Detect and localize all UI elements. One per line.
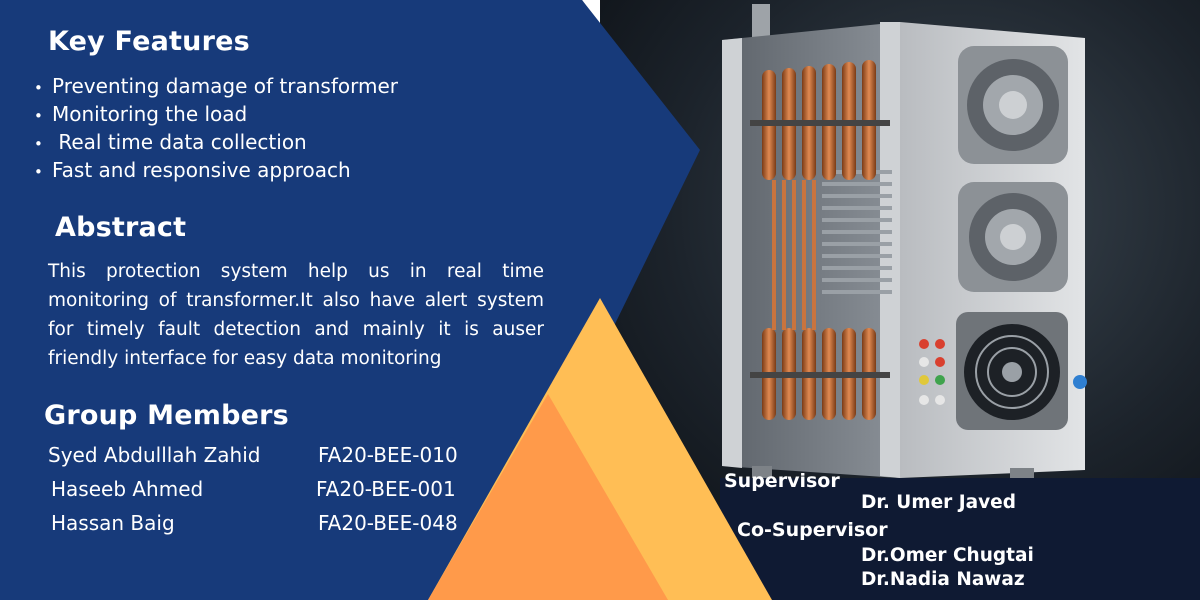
bullet-icon: • [34,163,43,181]
group-members-table: Syed Abdulllah Zahid FA20-BEE-010 Haseeb… [46,440,486,542]
table-row: Syed Abdulllah Zahid FA20-BEE-010 [46,440,486,474]
member-name: Syed Abdulllah Zahid [48,443,261,467]
feature-text: Monitoring the load [52,102,248,126]
fan-middle [958,182,1068,292]
member-id: FA20-BEE-048 [318,511,458,535]
bullet-icon: • [34,135,43,153]
bullet-icon: • [34,107,43,125]
key-features-list: • Preventing damage of transformer • Monit… [34,72,398,184]
list-item: • Monitoring the load [34,100,398,128]
co-supervisor-name: Dr.Nadia Nawaz [861,569,1025,590]
list-item: • Real time data collection [34,128,398,156]
feature-text: Fast and responsive approach [52,158,351,182]
group-members-title: Group Members [44,400,289,431]
abstract-text: This protection system help us in real t… [48,261,544,369]
member-id: FA20-BEE-010 [318,443,458,467]
list-item: • Preventing damage of transformer [34,72,398,100]
supervisor-name: Dr. Umer Javed [861,492,1016,513]
supervisor-label: Supervisor [724,470,840,492]
table-row: Haseeb Ahmed FA20-BEE-001 [46,474,486,508]
supervisor-panel [720,478,1200,600]
bullet-icon: • [34,79,43,97]
member-id: FA20-BEE-001 [316,477,456,501]
key-features-title: Key Features [48,26,250,57]
feature-text: Real time data collection [52,130,307,154]
fan-bottom [956,312,1068,430]
table-row: Hassan Baig FA20-BEE-048 [46,508,486,542]
co-supervisor-name: Dr.Omer Chugtai [861,545,1034,566]
orange-triangle [428,394,668,600]
list-item: • Fast and responsive approach [34,156,398,184]
member-name: Hassan Baig [51,511,175,535]
feature-text: Preventing damage of transformer [52,74,398,98]
co-supervisor-label: Co-Supervisor [737,519,888,541]
abstract-title: Abstract [55,212,187,243]
member-name: Haseeb Ahmed [51,477,204,501]
fan-top [958,46,1068,164]
transformer-illustration [722,4,1087,480]
